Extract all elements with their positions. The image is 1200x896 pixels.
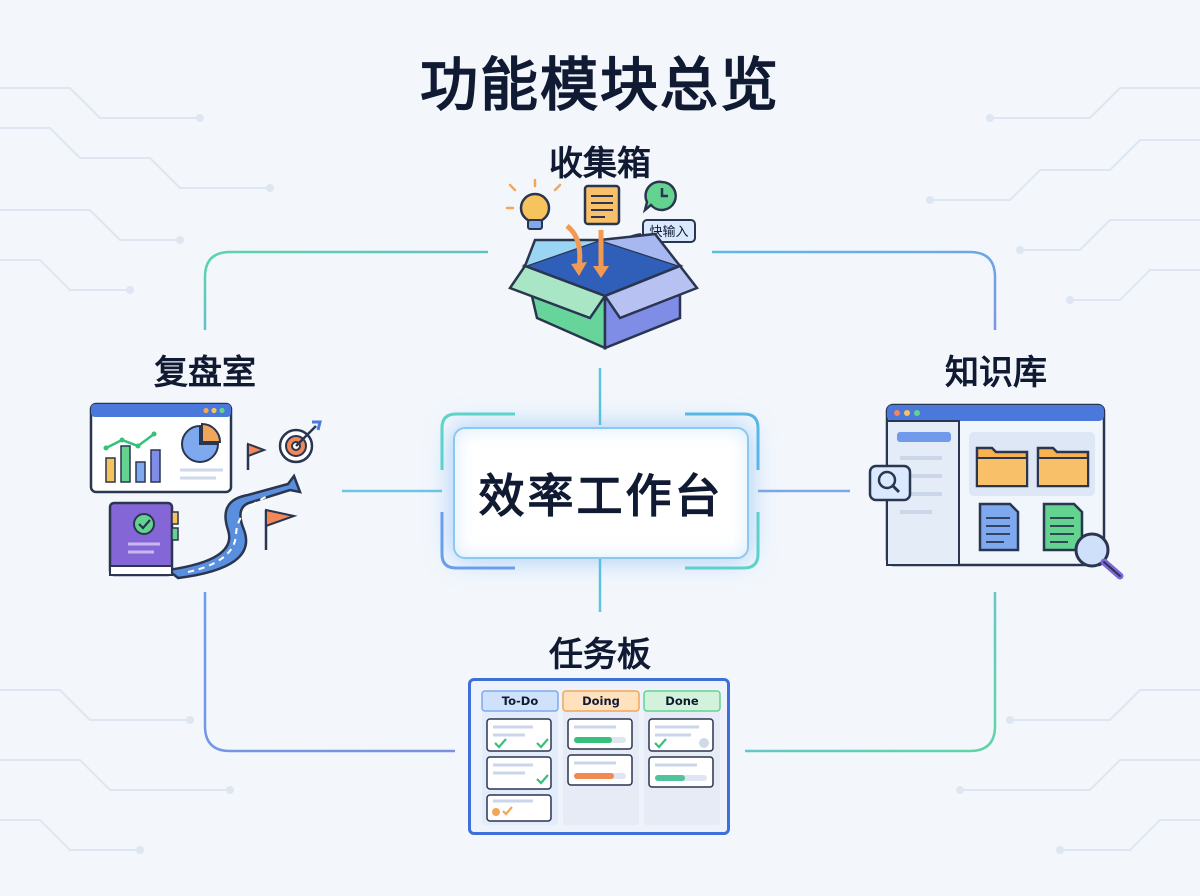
- hub-label: 效率工作台: [478, 469, 724, 523]
- column-header-done: [643, 690, 721, 712]
- review-illustration[interactable]: [88, 400, 333, 580]
- document-icon: [978, 502, 1084, 552]
- inbox-label: 收集箱: [549, 144, 651, 184]
- dashboard-window: [89, 402, 233, 494]
- knowledge-illustration[interactable]: [862, 400, 1127, 585]
- progress-fill: [574, 773, 614, 779]
- pie-icon: [181, 424, 220, 463]
- bar-mark: [150, 449, 161, 483]
- inbox-illustration[interactable]: 快输入: [505, 178, 705, 353]
- column-header-doing: [562, 690, 640, 712]
- progress-fill: [655, 775, 685, 781]
- task-card: [648, 718, 714, 752]
- connector-top-right: [712, 250, 997, 330]
- progress-fill: [574, 737, 612, 743]
- task-board[interactable]: To-Do Doing Done: [468, 678, 730, 835]
- connector-top-left: [203, 250, 488, 330]
- task-card: [486, 718, 552, 752]
- flag-icon: [246, 442, 298, 550]
- connector-bottom-left: [203, 592, 455, 753]
- bar-mark: [120, 445, 131, 483]
- page-title: 功能模块总览: [419, 51, 780, 119]
- task-card: [567, 718, 633, 750]
- hub-card[interactable]: 效率工作台: [453, 427, 749, 559]
- task-card: [567, 754, 633, 786]
- hub-brackets: [440, 412, 760, 570]
- bar-mark: [135, 461, 146, 483]
- tasks-label: 任务板: [549, 635, 651, 675]
- task-card: [486, 794, 552, 822]
- box-icon: [508, 224, 700, 350]
- target-icon: [278, 420, 322, 464]
- connector-bottom-right: [745, 592, 997, 753]
- note-icon: [583, 184, 621, 226]
- magnifier-icon: [1074, 532, 1124, 580]
- lightbulb-icon: [505, 178, 562, 230]
- circuit-decoration: [0, 87, 1200, 851]
- review-label: 复盘室: [154, 353, 256, 393]
- column-title-done: Done: [665, 694, 699, 708]
- knowledge-label: 知识库: [945, 353, 1047, 393]
- task-board-content: To-Do Doing Done: [481, 690, 721, 825]
- search-icon: [868, 464, 912, 502]
- column-header-todo: [481, 690, 559, 712]
- quick-input-label: 快输入: [649, 224, 688, 240]
- road-path: [164, 473, 302, 580]
- folder-icon: [975, 446, 1090, 488]
- book-icon: [108, 501, 179, 577]
- task-card: [486, 756, 552, 790]
- column-title-doing: Doing: [582, 694, 620, 708]
- task-card: [648, 756, 714, 788]
- column-title-todo: To-Do: [502, 694, 539, 708]
- bar-mark: [105, 457, 116, 483]
- clock-chat-icon: [642, 180, 677, 214]
